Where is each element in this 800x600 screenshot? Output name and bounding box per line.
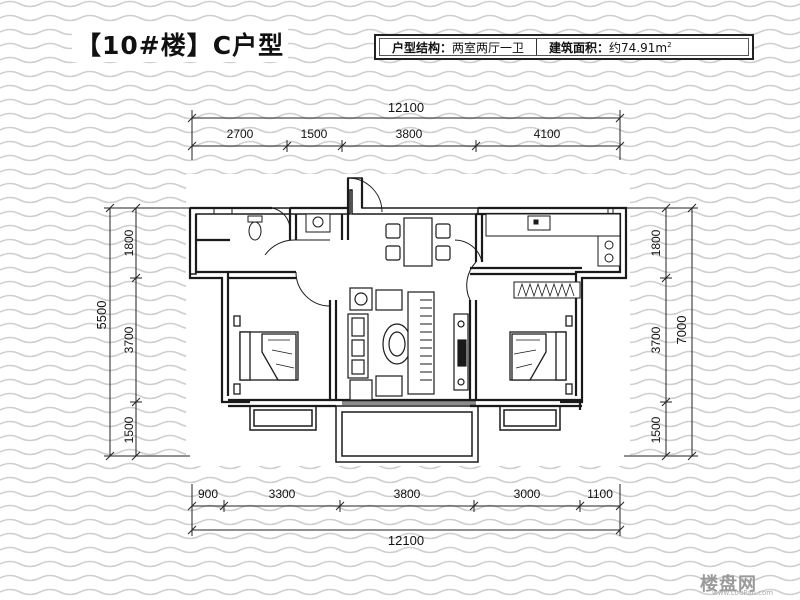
bottom-total-label: 12100 — [388, 533, 424, 548]
right-segment-1: 1800 — [649, 229, 663, 256]
door-swings — [264, 177, 483, 307]
right-total-label: 7000 — [674, 316, 689, 345]
area-info: 建筑面积：约74.91m2 — [537, 39, 672, 56]
bottom-segment-4: 3000 — [514, 487, 541, 501]
sofa-set — [347, 287, 435, 401]
top-segment-1: 2700 — [227, 127, 254, 141]
wave-line — [0, 518, 800, 526]
left-segment-1: 1800 — [122, 229, 136, 256]
right-bed — [509, 315, 573, 395]
page-title: 【10#楼】C户型 — [72, 26, 289, 62]
top-dimension-lines — [187, 110, 625, 160]
exterior-walls — [189, 177, 479, 275]
piano-keys — [420, 299, 432, 381]
structure-value: 两室两厅一卫 — [452, 40, 525, 55]
wave-line — [0, 70, 800, 78]
area-value: 约74.91m — [609, 40, 668, 55]
tv-cabinet — [453, 313, 469, 391]
left-total-label: 5500 — [94, 301, 109, 330]
watermark-url: www.LouPan.com — [712, 589, 774, 597]
top-total-label: 12100 — [388, 100, 424, 115]
wave-line — [0, 490, 800, 498]
wave-line — [0, 476, 800, 484]
wave-line — [0, 532, 800, 540]
left-dimension-lines — [104, 203, 190, 461]
wave-line — [0, 0, 800, 8]
left-segment-2: 3700 — [122, 326, 136, 353]
area-label: 建筑面积： — [549, 40, 610, 55]
right-dimension-lines — [624, 203, 698, 461]
wave-line — [0, 14, 800, 22]
bottom-segment-5: 1100 — [587, 487, 613, 501]
bottom-dimension-lines — [187, 484, 625, 536]
wave-line — [0, 560, 800, 568]
wave-line — [0, 84, 800, 92]
wave-line — [0, 168, 800, 176]
structure-label: 户型结构： — [392, 40, 453, 55]
toilet-fixture — [247, 215, 263, 241]
info-bar: 户型结构：两室两厅一卫 建筑面积：约74.91m2 — [374, 34, 754, 60]
left-segment-3: 1500 — [122, 416, 136, 443]
wave-line — [0, 98, 800, 106]
left-bed — [233, 315, 299, 395]
windows — [213, 208, 614, 214]
kitchen-counter — [485, 213, 621, 267]
top-segment-2: 1500 — [301, 127, 328, 141]
wave-line — [0, 504, 800, 512]
wardrobe — [513, 281, 581, 299]
balcony-sliding-door — [342, 401, 476, 405]
right-segment-3: 1500 — [649, 416, 663, 443]
area-unit-sup: 2 — [667, 40, 672, 49]
wave-line — [0, 126, 800, 134]
top-segment-4: 4100 — [534, 127, 561, 141]
wave-line — [0, 588, 800, 596]
bottom-segment-3: 3800 — [394, 487, 421, 501]
wave-line — [0, 154, 800, 162]
balconies — [249, 405, 561, 463]
bottom-segment-1: 900 — [198, 487, 218, 501]
dining-table — [385, 217, 451, 267]
wave-line — [0, 112, 800, 120]
wave-line — [0, 140, 800, 148]
right-segment-2: 3700 — [649, 326, 663, 353]
bottom-segment-2: 3300 — [269, 487, 296, 501]
info-divider — [536, 39, 538, 55]
structure-info: 户型结构：两室两厅一卫 — [380, 39, 524, 56]
top-segment-3: 3800 — [396, 127, 423, 141]
sink-fixture — [305, 213, 331, 233]
wave-line — [0, 546, 800, 554]
wave-line — [0, 574, 800, 582]
watermark-logo: 楼盘网 — [700, 574, 757, 595]
